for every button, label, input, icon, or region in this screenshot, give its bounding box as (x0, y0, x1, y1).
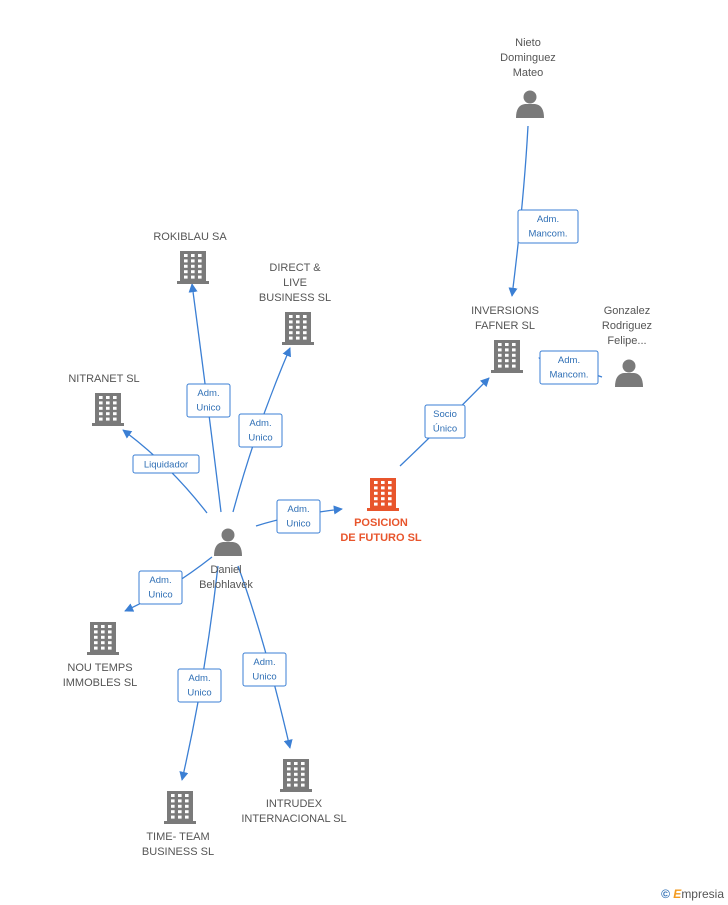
edge-label-box (238, 413, 283, 448)
node-label: Daniel (210, 564, 241, 576)
node-label: Dominguez (500, 52, 556, 64)
node-inversions[interactable]: INVERSIONS FAFNER SL (471, 305, 539, 373)
edge-label-line: Único (433, 424, 457, 435)
node-label: LIVE (283, 277, 307, 289)
edge-label-box (186, 383, 231, 418)
building-icon (164, 791, 196, 824)
node-label: Mateo (513, 67, 544, 79)
edge-label-daniel-timeteam[interactable]: Adm. Unico (177, 668, 222, 703)
node-label: DIRECT & (269, 262, 321, 274)
node-label: Belohlavek (199, 579, 253, 591)
edge-label-line: Unico (252, 672, 276, 683)
person-icon (516, 90, 544, 118)
node-label: BUSINESS SL (259, 292, 331, 304)
edge-label-nieto-inversions[interactable]: Adm. Mancom. (517, 209, 579, 244)
building-icon (491, 340, 523, 373)
node-label: POSICION (354, 517, 408, 529)
edge-label-box (132, 454, 200, 474)
brand-name: mpresia (681, 887, 724, 901)
edge-label-daniel-noutemps[interactable]: Adm. Unico (138, 570, 183, 605)
building-icon (282, 312, 314, 345)
node-label: NOU TEMPS (67, 662, 132, 674)
edge-label-line: Unico (248, 433, 272, 444)
node-label: Gonzalez (604, 305, 650, 317)
node-label: IMMOBLES SL (63, 677, 138, 689)
edge-label-line: Adm. (149, 575, 171, 586)
node-noutemps[interactable]: NOU TEMPS IMMOBLES SL (63, 622, 138, 689)
building-icon (280, 759, 312, 792)
node-label: BUSINESS SL (142, 846, 214, 858)
edge-label-box (138, 570, 183, 605)
edge-label-line: Unico (187, 688, 211, 699)
edge-label-line: Adm. (253, 657, 275, 668)
edge-label-line: Adm. (249, 418, 271, 429)
building-icon (177, 251, 209, 284)
node-label: INTRUDEX (266, 798, 323, 810)
building-icon (92, 393, 124, 426)
building-icon (367, 478, 399, 511)
node-nitranet[interactable]: NITRANET SL (68, 373, 140, 426)
edge-label-line: Socio (433, 409, 457, 420)
edge-label-box (276, 499, 321, 534)
edge-label-box (177, 668, 222, 703)
brand-watermark: © Empresia (661, 887, 724, 901)
edge-label-box (242, 652, 287, 687)
edge-label-box (424, 404, 466, 439)
node-gonzalez[interactable]: GonzalezRodriguezFelipe... (602, 305, 652, 387)
edge-label-line: Unico (286, 519, 310, 530)
node-direct[interactable]: DIRECT & LIVE BUSINESS SL (259, 262, 331, 345)
node-rokiblau[interactable]: ROKIBLAU SA (153, 231, 227, 284)
edge-label-line: Mancom. (528, 229, 567, 240)
edge-label-line: Adm. (188, 673, 210, 684)
edge-label-daniel-nitranet[interactable]: Liquidador (132, 454, 200, 474)
edge-label-line: Adm. (558, 355, 580, 366)
building-icon (87, 622, 119, 655)
person-icon (615, 359, 643, 387)
edge-label-gonzalez-inversions[interactable]: Adm. Mancom. (539, 350, 599, 385)
edge-label-line: Mancom. (549, 370, 588, 381)
node-label: TIME- TEAM (146, 831, 209, 843)
edge-label-line: Unico (148, 590, 172, 601)
node-label: INTERNACIONAL SL (241, 813, 346, 825)
node-label: Felipe... (607, 335, 646, 347)
node-intrudex[interactable]: INTRUDEX INTERNACIONAL SL (241, 759, 347, 825)
node-label: DE FUTURO SL (340, 532, 422, 544)
edge-label-daniel-posicion[interactable]: Adm. Unico (276, 499, 321, 534)
node-label: NITRANET SL (68, 373, 139, 385)
edge-label-line: Liquidador (144, 460, 188, 471)
node-timeteam[interactable]: TIME- TEAM BUSINESS SL (142, 791, 214, 858)
node-label: Rodriguez (602, 320, 652, 332)
edge-label-box (517, 209, 579, 244)
edge-label-box (539, 350, 599, 385)
edge-nieto-inversions (508, 125, 529, 297)
person-icon (214, 528, 242, 556)
edge-daniel-intrudex (237, 565, 293, 749)
edge-labels-layer: Adm.Mancom.Adm.Mancom.SocioÚnicoAdm.Unic… (132, 209, 599, 703)
edge-label-line: Adm. (197, 388, 219, 399)
edge-label-line: Unico (196, 403, 220, 414)
edge-label-line: Adm. (537, 214, 559, 225)
edge-label-daniel-rokiblau[interactable]: Adm. Unico (186, 383, 231, 418)
node-label: ROKIBLAU SA (153, 231, 227, 243)
node-posicion[interactable]: POSICION DE FUTURO SL (340, 478, 422, 544)
node-label: FAFNER SL (475, 320, 535, 332)
copyright-icon: © (661, 887, 670, 901)
node-label: INVERSIONS (471, 305, 539, 317)
edge-label-daniel-direct[interactable]: Adm. Unico (238, 413, 283, 448)
edge-label-line: Adm. (287, 504, 309, 515)
brand-logo-e: E (673, 887, 682, 901)
node-label: Nieto (515, 37, 541, 49)
edge-label-daniel-intrudex[interactable]: Adm. Unico (242, 652, 287, 687)
